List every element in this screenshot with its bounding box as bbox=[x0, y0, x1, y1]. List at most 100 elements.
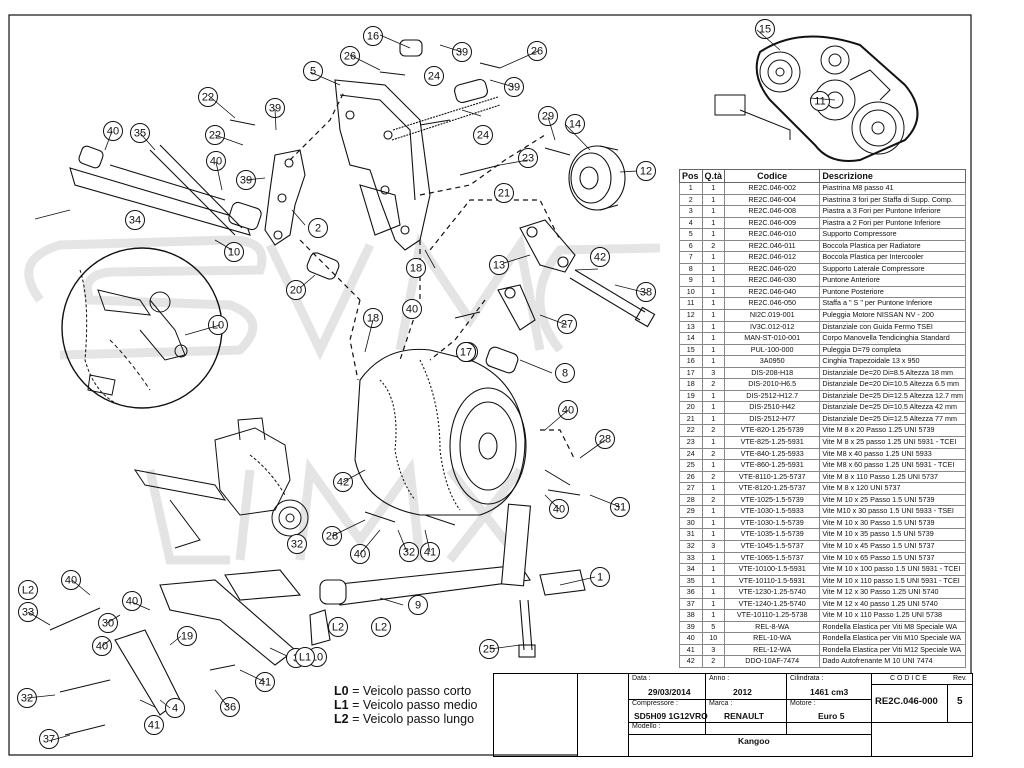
qty-cell: 2 bbox=[701, 424, 726, 438]
callout-11: 11 bbox=[810, 91, 830, 111]
pos-cell: 42 bbox=[679, 655, 703, 668]
qty-cell: 1 bbox=[701, 412, 726, 426]
callout-L2: L2 bbox=[328, 617, 348, 637]
code-cell: RE2C.046-030 bbox=[724, 274, 821, 287]
code-cell: IV3C.012-012 bbox=[724, 320, 821, 334]
pos-cell: 4 bbox=[679, 216, 703, 230]
desc-cell: Distanziale De=25 Di=12.5 Altezza 12.7 m… bbox=[819, 389, 966, 403]
qty-cell: 1 bbox=[701, 262, 726, 276]
callout-label: 40 bbox=[107, 126, 119, 138]
marca-value: RENAULT bbox=[724, 711, 764, 721]
callout-label: L2 bbox=[332, 622, 344, 634]
spacers bbox=[78, 39, 519, 374]
qty-cell: 1 bbox=[701, 297, 726, 310]
callout-label: 41 bbox=[148, 720, 160, 732]
qty-cell: 1 bbox=[701, 216, 726, 230]
legend-text: = Veicolo passo corto bbox=[348, 684, 472, 698]
qty-cell: 1 bbox=[701, 563, 726, 576]
cilindrata-value: 1461 cm3 bbox=[810, 687, 849, 697]
callout-bubble bbox=[328, 617, 348, 637]
desc-cell: Vite M 10 x 100 passo 1.5 UNI 5931 - TCE… bbox=[819, 563, 966, 576]
callout-L0: L0 bbox=[208, 315, 228, 335]
code-cell: RE2C.046-050 bbox=[724, 297, 821, 310]
callout-label: 19 bbox=[181, 631, 193, 643]
desc-cell: Puleggia Motore NISSAN NV - 200 bbox=[819, 309, 966, 322]
code-cell: VTE-1240-1.25-5740 bbox=[724, 597, 821, 611]
desc-cell: Rondella Elastica per Viti M12 Speciale … bbox=[819, 643, 966, 657]
callout-bubble bbox=[144, 715, 164, 735]
qty-cell: 1 bbox=[701, 528, 726, 541]
callout-label: 27 bbox=[561, 319, 573, 331]
callout-label: 41 bbox=[259, 677, 271, 689]
callout-bubble bbox=[479, 639, 499, 659]
code-cell: RE2C.046-010 bbox=[724, 228, 821, 241]
qty-cell: 3 bbox=[701, 539, 726, 553]
callout-42: 42 bbox=[590, 247, 610, 267]
callout-23: 23 bbox=[518, 148, 538, 168]
callout-label: 32 bbox=[21, 693, 33, 705]
qty-cell: 1 bbox=[701, 355, 726, 368]
callout-bubble bbox=[295, 647, 315, 667]
legend-row: L0 = Veicolo passo corto bbox=[334, 684, 478, 698]
desc-cell: Vite M 10 x 30 Passo 1.5 UNI 5739 bbox=[819, 516, 966, 530]
code-cell: VTE-1045-1.5-5737 bbox=[724, 539, 821, 553]
callout-label: 22 bbox=[209, 130, 221, 142]
callout-label: 40 bbox=[126, 596, 138, 608]
callout-label: 25 bbox=[483, 644, 495, 656]
callout-label: 40 bbox=[406, 304, 418, 316]
pos-cell: 28 bbox=[679, 493, 703, 507]
pos-cell: 35 bbox=[679, 574, 703, 588]
header-pos: Pos bbox=[679, 169, 703, 183]
desc-cell: Vite M 10 x 45 Passo 1.5 UNI 5737 bbox=[819, 539, 966, 553]
desc-cell: Puntone Anteriore bbox=[819, 274, 966, 287]
callout-label: 17 bbox=[460, 347, 472, 359]
desc-cell: Vite M 10 x 110 passo 1.5 UNI 5931 - TCE… bbox=[819, 574, 966, 588]
qty-cell: 1 bbox=[701, 482, 726, 495]
callout-40: 40 bbox=[402, 299, 422, 319]
callout-bubble bbox=[590, 247, 610, 267]
pos-cell: 12 bbox=[679, 309, 703, 322]
pos-cell: 15 bbox=[679, 343, 703, 357]
code-cell: DIS-2512-H12.7 bbox=[724, 389, 821, 403]
pos-cell: 18 bbox=[679, 378, 703, 391]
callout-label: 18 bbox=[410, 263, 422, 275]
callout-bubble bbox=[165, 698, 185, 718]
callout-label: 20 bbox=[290, 285, 302, 297]
callout-bubble bbox=[557, 314, 577, 334]
pos-cell: 32 bbox=[679, 539, 703, 553]
pos-cell: 33 bbox=[679, 551, 703, 565]
wheelbase-legend: L0 = Veicolo passo corto L1 = Veicolo pa… bbox=[334, 684, 478, 726]
callout-label: 24 bbox=[428, 71, 440, 83]
pos-cell: 25 bbox=[679, 459, 703, 472]
assembly-preview bbox=[133, 417, 309, 549]
code-cell: VTE-10110-1.25-5738 bbox=[724, 609, 821, 622]
lower-plates bbox=[114, 569, 331, 716]
pos-cell: 30 bbox=[679, 516, 703, 530]
callout-label: 33 bbox=[22, 607, 34, 619]
pos-cell: 39 bbox=[679, 620, 703, 634]
code-cell: RE2C.046-002 bbox=[724, 182, 821, 195]
pos-cell: 11 bbox=[679, 297, 703, 310]
marca-label: Marca : bbox=[709, 700, 733, 707]
modello-label: Modello : bbox=[632, 723, 661, 730]
callout-bubble bbox=[755, 19, 775, 39]
code-cell: DIS-2010-H6.5 bbox=[724, 378, 821, 391]
callout-38: 38 bbox=[636, 282, 656, 302]
callout-4: 4 bbox=[165, 698, 185, 718]
callout-label: 11 bbox=[814, 96, 825, 108]
qty-cell: 1 bbox=[701, 228, 726, 241]
pos-cell: 8 bbox=[679, 262, 703, 276]
pos-cell: 16 bbox=[679, 355, 703, 368]
